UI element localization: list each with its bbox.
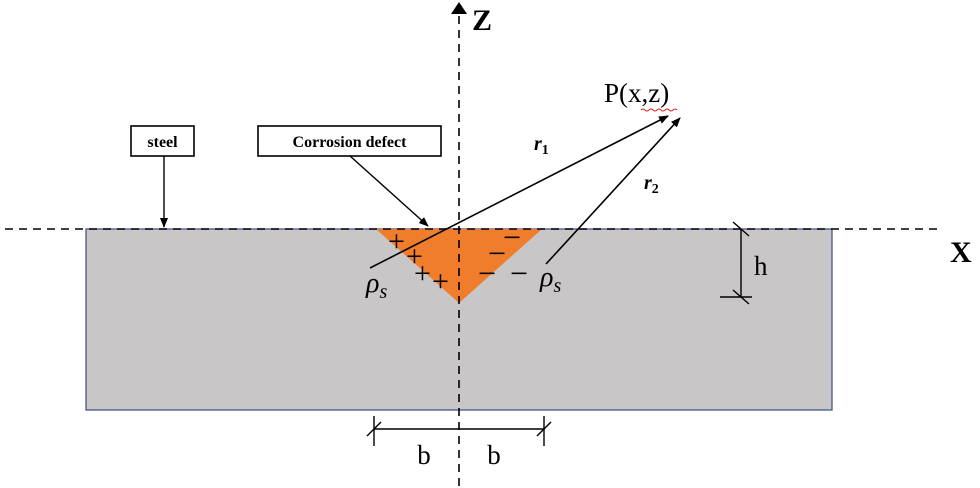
steel-callout-label: steel xyxy=(147,134,178,151)
depth-dimension xyxy=(720,221,752,305)
x-axis-label: X xyxy=(950,236,972,269)
corrosion-defect xyxy=(376,229,542,303)
vector-r2 xyxy=(545,117,681,265)
rho-s-right: ρs xyxy=(539,262,561,297)
half-width-left-label: b xyxy=(417,440,431,470)
z-axis-label: Z xyxy=(472,4,492,37)
negative-charge: − xyxy=(503,219,521,255)
negative-charge: − xyxy=(478,255,496,291)
r1-label: r1 xyxy=(534,133,549,158)
half-width-right-label: b xyxy=(487,440,501,470)
positive-charge: + xyxy=(406,240,423,273)
rho-s-left: ρs xyxy=(365,268,387,303)
z-axis-arrow xyxy=(451,2,467,14)
vector-r1 xyxy=(369,115,669,269)
positive-charge: + xyxy=(432,265,449,298)
steel-callout-box xyxy=(130,125,195,157)
spellcheck-underline xyxy=(640,108,678,112)
positive-charge: + xyxy=(414,257,431,290)
r2-label: r2 xyxy=(644,172,659,197)
positive-charge: + xyxy=(388,225,405,258)
defect-callout-label: Corrosion defect xyxy=(293,134,408,151)
negative-charge: − xyxy=(510,255,528,291)
defect-callout-box xyxy=(257,125,442,157)
depth-label: h xyxy=(754,251,768,281)
width-dimension xyxy=(366,416,552,446)
point-label: P(x,z) xyxy=(604,78,669,108)
negative-charge: − xyxy=(488,235,506,271)
defect-callout-arrow xyxy=(349,155,429,227)
